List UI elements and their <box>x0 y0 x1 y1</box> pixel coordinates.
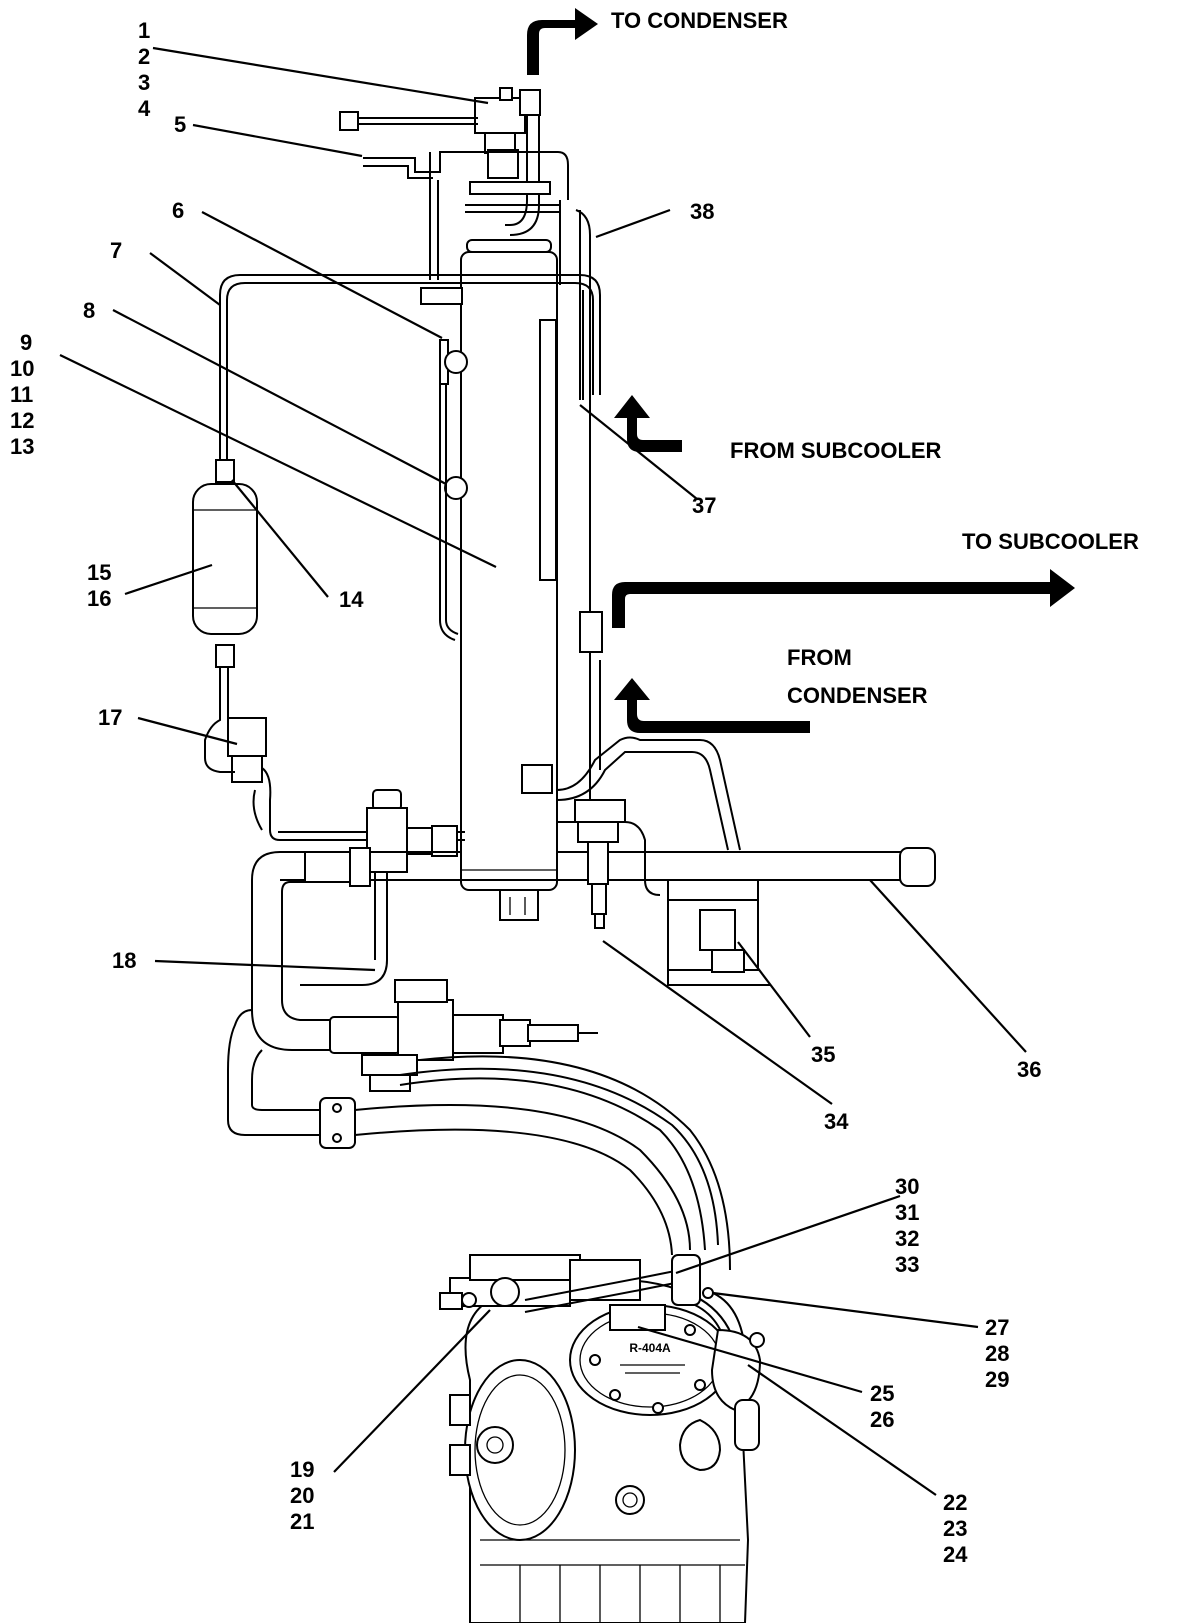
callout-28: 28 <box>985 1341 1009 1366</box>
callout-38: 38 <box>690 199 714 224</box>
flow-arrow-from-subcooler <box>614 395 682 452</box>
compressor: R-404A <box>449 1279 750 1623</box>
callout-14: 14 <box>339 587 364 612</box>
callout-23: 23 <box>943 1516 967 1541</box>
callout-3: 3 <box>138 70 150 95</box>
callout-34: 34 <box>824 1109 849 1134</box>
flow-arrow-to-condenser <box>527 8 598 75</box>
callout-2: 2 <box>138 44 150 69</box>
callout-4: 4 <box>138 96 151 121</box>
hot-gas-solenoid-valve <box>667 880 770 986</box>
pressure-transducer <box>557 799 661 929</box>
callout-37: 37 <box>692 493 716 518</box>
callout-21: 21 <box>290 1509 314 1534</box>
callout-5: 5 <box>174 112 186 137</box>
callout-12: 12 <box>10 408 34 433</box>
level-tube <box>439 384 456 641</box>
sight-glass-lower <box>444 476 468 500</box>
callout-27: 27 <box>985 1315 1009 1340</box>
sight-glass-upper <box>439 339 468 385</box>
callout-11: 11 <box>10 382 33 407</box>
callout-20: 20 <box>290 1483 314 1508</box>
flow-arrow-to-subcooler <box>612 569 1075 628</box>
liquid-line <box>219 274 601 462</box>
callout-35: 35 <box>811 1042 835 1067</box>
from-condenser-label-line1: FROM <box>787 645 852 670</box>
callout-36: 36 <box>1017 1057 1041 1082</box>
callout-31: 31 <box>895 1200 919 1225</box>
callout-33: 33 <box>895 1252 919 1277</box>
callout-22: 22 <box>943 1490 967 1515</box>
leader-lines <box>59 46 1027 1496</box>
callout-15: 15 <box>87 560 111 585</box>
filter-drier <box>192 459 258 758</box>
callout-17: 17 <box>98 705 122 730</box>
suction-manifold <box>280 789 936 986</box>
callout-10: 10 <box>10 356 34 381</box>
flex-hoses <box>354 1055 731 1271</box>
callout-8: 8 <box>83 298 95 323</box>
callout-16: 16 <box>87 586 111 611</box>
callout-19: 19 <box>290 1457 314 1482</box>
callout-25: 25 <box>870 1381 894 1406</box>
from-condenser-label-line2: CONDENSER <box>787 683 928 708</box>
receiver-tank <box>460 239 558 921</box>
callout-32: 32 <box>895 1226 919 1251</box>
callout-18: 18 <box>112 948 136 973</box>
compressor-head-piping <box>439 1254 765 1451</box>
flow-arrow-from-condenser <box>614 678 810 733</box>
to-condenser-label: TO CONDENSER <box>611 8 788 33</box>
lower-flange <box>319 1097 356 1149</box>
compressor-plate-refrigerant: R-404A <box>629 1341 671 1355</box>
suction-service-valve <box>329 979 598 1092</box>
callout-13: 13 <box>10 434 34 459</box>
upper-bracket <box>420 287 463 305</box>
from-subcooler-label: FROM SUBCOOLER <box>730 438 942 463</box>
discharge-valve-assembly <box>339 87 591 400</box>
callout-1: 1 <box>138 18 150 43</box>
to-subcooler-label: TO SUBCOOLER <box>962 529 1139 554</box>
right-piping <box>556 260 741 851</box>
level-tube-inner <box>445 384 459 635</box>
callout-7: 7 <box>110 238 122 263</box>
callout-9: 9 <box>20 330 32 355</box>
callout-30: 30 <box>895 1174 919 1199</box>
liquid-solenoid-valve <box>204 717 465 841</box>
callout-29: 29 <box>985 1367 1009 1392</box>
callout-26: 26 <box>870 1407 894 1432</box>
suction-u-pipe <box>227 851 340 1136</box>
callout-24: 24 <box>943 1542 968 1567</box>
callout-numbers: 1 2 3 4 5 6 7 8 9 10 11 12 13 14 15 16 1… <box>10 18 1041 1567</box>
callout-6: 6 <box>172 198 184 223</box>
